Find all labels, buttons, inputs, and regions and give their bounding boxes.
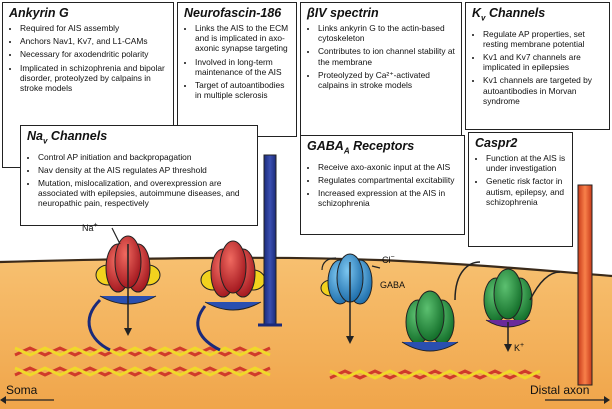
kv-channel-2 [483,268,561,352]
panel-bullet: Target of autoantibodies in multiple scl… [195,80,291,100]
distal-axon-arrow [545,396,610,404]
panel-bullet: Links the AIS to the ECM and is implicat… [195,23,291,54]
panel-bullet: Implicated in schizophrenia and bipolar … [20,63,168,94]
panel-kv-channels: Kv Channels Regulate AP properties, set … [465,2,610,130]
panel-gaba-receptors: GABAA Receptors Receive axo-axonic input… [300,135,465,235]
na-ion-label: Na+ [82,222,98,233]
panel-title: βIV spectrin [307,6,379,20]
panel-list: Receive axo-axonic input at the AIS Regul… [307,162,459,209]
panel-bullet: Kv1 and Kv7 channels are implicated in e… [483,52,604,72]
na-arrow [111,227,121,245]
panel-list: Function at the AIS is under investigati… [475,153,567,207]
neurofascin-bar [258,154,282,327]
panel-title: Neurofascin-186 [184,6,282,20]
panel-bullet: Regulates compartmental excitability [318,175,459,185]
panel-caspr2: Caspr2 Function at the AIS is under inve… [468,132,573,247]
spectrin-strands [14,346,541,380]
panel-beta-iv-spectrin: βIV spectrin Links ankyrin G to the acti… [300,2,462,142]
panel-bullet: Contributes to ion channel stability at … [318,46,456,66]
panel-bullet: Regulate AP properties, set resting memb… [483,29,604,49]
panel-title: Caspr2 [475,136,518,150]
panel-list: Links ankyrin G to the actin-based cytos… [307,23,456,90]
panel-neurofascin: Neurofascin-186 Links the AIS to the ECM… [177,2,297,137]
k-ion-label: K+ [514,342,525,353]
panel-bullet: Necessary for axodendritic polarity [20,49,168,59]
soma-label: Soma [6,383,38,397]
panel-list: Required for AIS assemblyAnchors Nav1, K… [9,23,168,93]
panel-bullet: Proteolyzed by Ca²⁺-activated calpains i… [318,70,456,90]
panel-bullet: Receive axo-axonic input at the AIS [318,162,459,172]
panel-bullet: Anchors Nav1, Kv7, and L1-CAMs [20,36,168,46]
panel-bullet: Function at the AIS is under investigati… [486,153,567,173]
panel-title: GABAA Receptors [307,139,415,156]
panel-bullet: Links ankyrin G to the actin-based cytos… [318,23,456,43]
panel-list: Links the AIS to the ECM and is implicat… [184,23,291,100]
kv-channel-1 [401,261,481,352]
gaba-receptor [320,253,381,344]
axon-cytoplasm [0,257,612,409]
caspr2-bar [577,184,593,386]
panel-bullet: Genetic risk factor in autism, epilepsy,… [486,176,567,207]
panel-bullet: Kv1 channels are targeted by autoantibod… [483,75,604,106]
panel-bullet: Involved in long-term maintenance of the… [195,57,291,77]
panel-bullet: Required for AIS assembly [20,23,168,33]
nav-channel-1 [87,235,161,352]
panel-title: Nav Channels [27,129,108,146]
soma-arrow [0,396,54,404]
panel-title: Ankyrin G [9,6,69,20]
cl-ion-label: Cl− [382,254,395,265]
panel-list: Regulate AP properties, set resting memb… [472,29,604,106]
distal-axon-label: Distal axon [530,383,590,397]
panel-bullet: Control AP initiation and backpropagatio… [38,152,252,162]
panel-bullet: Mutation, mislocalization, and overexpre… [38,178,252,209]
panel-list: Control AP initiation and backpropagatio… [27,152,252,209]
gaba-label: GABA [380,280,406,290]
panel-bullet: Increased expression at the AIS in schiz… [318,188,459,208]
panel-title: Kv Channels [472,6,546,23]
panel-nav-channels: Nav Channels Control AP initiation and b… [20,125,258,226]
nav-channel-2 [196,240,266,352]
panel-bullet: Nav density at the AIS regulates AP thre… [38,165,252,175]
